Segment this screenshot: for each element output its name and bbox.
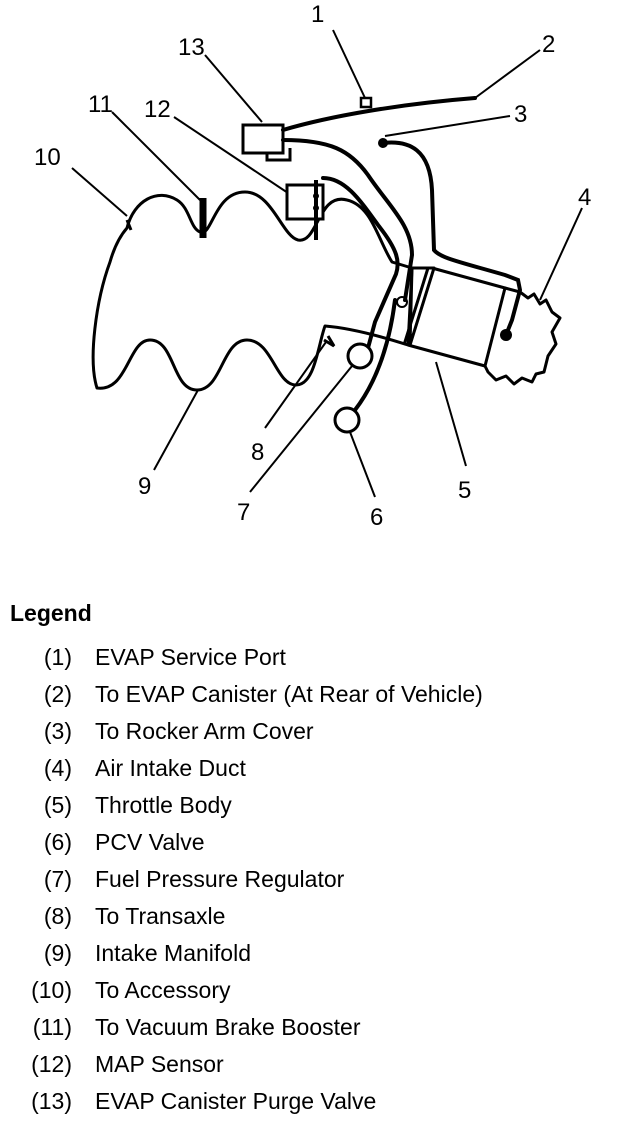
callout-6: 6: [370, 504, 383, 531]
legend-list: (1) EVAP Service Port (2) To EVAP Canist…: [0, 642, 624, 1123]
callout-12: 12: [144, 96, 171, 123]
legend-item-2: (2) To EVAP Canister (At Rear of Vehicle…: [0, 679, 624, 716]
hose-to-evap-canister: [281, 96, 477, 132]
legend-number: (5): [43, 792, 72, 818]
legend-label: To Vacuum Brake Booster: [95, 1014, 361, 1040]
leader-line-2: [474, 49, 541, 99]
intake-manifold-shape: [91, 190, 414, 392]
legend-item-1: (1) EVAP Service Port: [0, 642, 624, 679]
legend-item-4: (4) Air Intake Duct: [0, 753, 624, 790]
legend-item-6: (6) PCV Valve: [0, 827, 624, 864]
callout-3: 3: [514, 101, 527, 128]
legend-label: Fuel Pressure Regulator: [95, 866, 345, 892]
legend-item-11: (11) To Vacuum Brake Booster: [0, 1012, 624, 1049]
pcv-valve-shape: [333, 406, 361, 434]
legend-item-10: (10) To Accessory: [0, 975, 624, 1012]
air-intake-duct-shape: [483, 286, 562, 386]
hose-map-sensor: [321, 176, 400, 350]
callout-13: 13: [178, 34, 205, 61]
leader-line-3: [384, 115, 511, 137]
fuel-pressure-regulator-shape: [346, 342, 374, 370]
callout-4: 4: [578, 184, 591, 211]
transaxle-fitting: [323, 335, 336, 348]
legend-number: (9): [43, 940, 72, 966]
hose-pcv-valve: [353, 298, 397, 412]
legend-number: (4): [43, 755, 72, 781]
leader-line-7: [249, 365, 353, 493]
leader-line-5: [435, 361, 467, 467]
legend-label: PCV Valve: [95, 829, 205, 855]
leader-line-8: [264, 341, 327, 429]
legend-number: (1): [43, 644, 72, 670]
callout-10: 10: [34, 144, 61, 171]
callout-11: 11: [88, 91, 113, 118]
legend-item-5: (5) Throttle Body: [0, 790, 624, 827]
callout-7: 7: [237, 499, 250, 526]
leader-line-12: [173, 116, 289, 194]
legend-label: Intake Manifold: [95, 940, 251, 966]
legend-number: (6): [43, 829, 72, 855]
leader-line-6: [349, 431, 376, 498]
legend-number: (3): [43, 718, 72, 744]
legend-label: MAP Sensor: [95, 1051, 224, 1077]
legend-label: To Rocker Arm Cover: [95, 718, 314, 744]
throttle-body-flange: [402, 267, 430, 346]
throttle-body-housing: [407, 266, 507, 368]
leader-line-1: [332, 29, 366, 99]
legend-number: (7): [43, 866, 72, 892]
legend-title: Legend: [10, 600, 92, 626]
legend-label: To Accessory: [95, 977, 231, 1003]
callout-5: 5: [458, 477, 471, 504]
legend-label: EVAP Canister Purge Valve: [95, 1088, 377, 1114]
legend-number: (8): [43, 903, 72, 929]
leader-line-13: [204, 54, 263, 123]
hose-purge-to-throttle: [281, 138, 415, 302]
legend-label: EVAP Service Port: [95, 644, 286, 670]
legend-item-3: (3) To Rocker Arm Cover: [0, 716, 624, 753]
accessory-fitting: [125, 219, 133, 231]
leader-line-4: [539, 207, 583, 301]
callout-1: 1: [311, 1, 324, 28]
legend-label: To EVAP Canister (At Rear of Vehicle): [95, 681, 483, 707]
leader-line-9: [153, 389, 199, 471]
leader-line-11: [111, 111, 201, 201]
legend-label: Throttle Body: [95, 792, 232, 818]
legend-label: Air Intake Duct: [95, 755, 246, 781]
rocker-arm-cover-fitting: [378, 138, 388, 148]
legend-item-13: (13) EVAP Canister Purge Valve: [0, 1086, 624, 1123]
legend-number: (2): [43, 681, 72, 707]
legend-number: (13): [31, 1088, 72, 1114]
purge-valve-nozzle: [265, 148, 292, 162]
throttle-body-shape: [408, 266, 436, 347]
hose-rocker-arm-cover: [381, 140, 523, 337]
legend-number: (11): [32, 1014, 72, 1040]
legend-item-8: (8) To Transaxle: [0, 901, 624, 938]
evap-canister-purge-valve-shape: [241, 123, 285, 155]
legend-item-7: (7) Fuel Pressure Regulator: [0, 864, 624, 901]
callout-2: 2: [542, 31, 555, 58]
evap-service-port-shape: [359, 96, 373, 109]
leader-lines: [71, 29, 583, 498]
legend-item-12: (12) MAP Sensor: [0, 1049, 624, 1086]
callout-8: 8: [251, 439, 264, 466]
legend-number: (10): [31, 977, 72, 1003]
leader-line-10: [71, 167, 128, 217]
legend-item-9: (9) Intake Manifold: [0, 938, 624, 975]
legend-number: (12): [31, 1051, 72, 1077]
callout-9: 9: [138, 473, 151, 500]
legend-label: To Transaxle: [95, 903, 226, 929]
vacuum-hose-routing-diagram: 1 2 3 4 5 6 7 8 9 10 11 12 13: [34, 1, 591, 531]
